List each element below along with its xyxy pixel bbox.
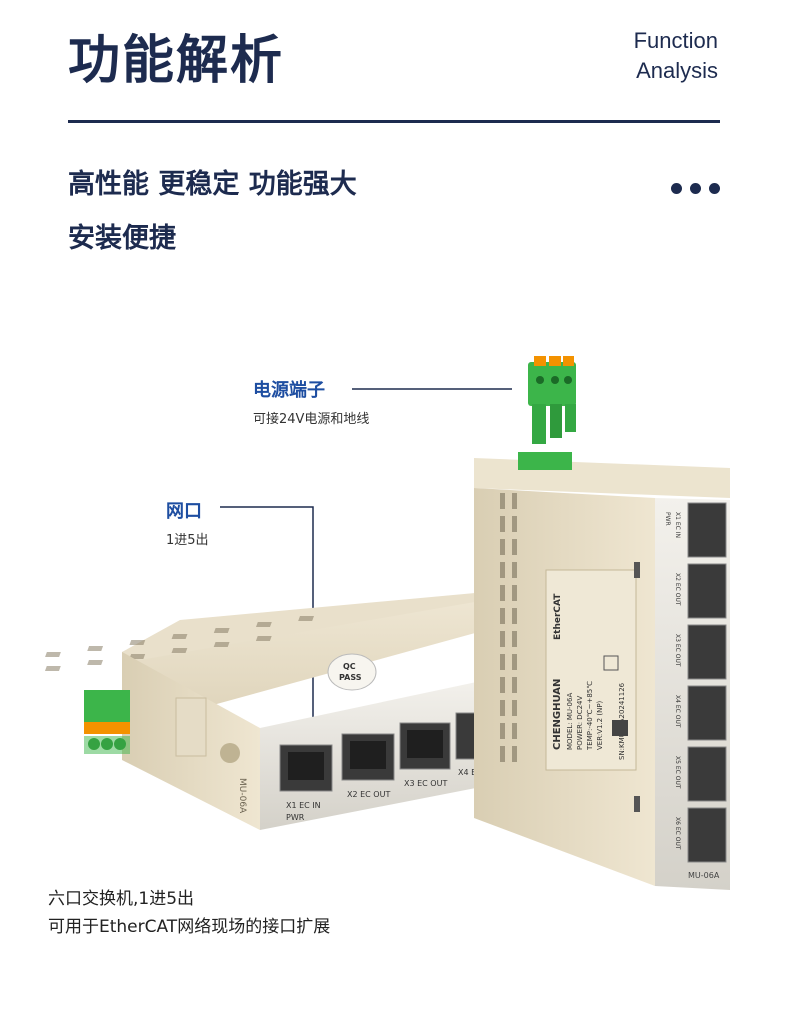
subtitle-line2: 安装便捷: [68, 223, 176, 254]
front-port-label-2: X2 EC OUT: [347, 790, 390, 799]
power-terminal-floating: [528, 356, 576, 444]
ce-mark-icon: [603, 655, 619, 671]
footer-line1: 六口交换机,1进5出: [48, 889, 195, 909]
device-illustration: MU-06A X1 EC IN X2 EC OUT X3 EC OUT X4 E…: [44, 356, 730, 890]
title-en-line2: Analysis: [636, 58, 718, 83]
standing-device: CHENGHUAN EtherCAT MODEL: MU-06A POWER: …: [474, 452, 730, 890]
power-callout-desc: 可接24V电源和地线: [253, 412, 370, 427]
label-brand: CHENGHUAN: [552, 679, 563, 750]
page-title: 功能解析: [68, 31, 285, 91]
footer-line2: 可用于EtherCAT网络现场的接口扩展: [48, 917, 331, 937]
front-device: MU-06A X1 EC IN X2 EC OUT X3 EC OUT X4 E…: [44, 592, 487, 830]
page-title-en: Function Analysis: [634, 26, 718, 86]
side-port-label-6: X6 EC OUT: [674, 817, 681, 850]
network-callout-title: 网口: [166, 501, 202, 522]
label-ver: VER:V1.2 (NP): [596, 700, 604, 750]
power-callout-line: [352, 384, 545, 394]
front-pwr-label: PWR: [286, 813, 305, 822]
subtitle-line1: 高性能 更稳定 功能强大: [68, 169, 357, 200]
qc-sticker-line1: QC: [343, 662, 356, 671]
label-heading: EtherCAT: [553, 593, 563, 640]
label-power: POWER: DC24V: [576, 696, 584, 750]
label-model: MODEL: MU-06A: [566, 693, 574, 750]
power-terminal-attached: [84, 690, 130, 754]
side-port-label-4: X4 EC OUT: [674, 695, 681, 728]
front-port-label-1: X1 EC IN: [286, 801, 321, 810]
network-callout-desc: 1进5出: [166, 533, 209, 548]
title-en-line1: Function: [633, 28, 718, 53]
side-port-label-3: X3 EC OUT: [674, 634, 681, 667]
side-model-text: MU-06A: [688, 871, 720, 880]
header-divider: [68, 120, 720, 123]
qr-code-icon: [612, 720, 628, 736]
side-port-label-2: X2 EC OUT: [674, 573, 681, 606]
front-port-label-4: X4 EC: [458, 768, 482, 777]
power-callout-title: 电源端子: [253, 380, 325, 401]
side-port-label-1: X1 EC IN: [674, 512, 681, 538]
front-ports: [279, 712, 487, 792]
side-pwr-label: PWR: [664, 512, 671, 526]
front-model-text: MU-06A: [237, 778, 247, 814]
label-temp: TEMP:-40℃~+85℃: [586, 681, 594, 751]
side-port-label-5: X5 EC OUT: [674, 756, 681, 789]
front-port-label-3: X3 EC OUT: [404, 779, 447, 788]
side-ports: [687, 502, 727, 863]
qc-sticker-line2: PASS: [339, 673, 362, 682]
more-dots-icon: [671, 183, 720, 194]
